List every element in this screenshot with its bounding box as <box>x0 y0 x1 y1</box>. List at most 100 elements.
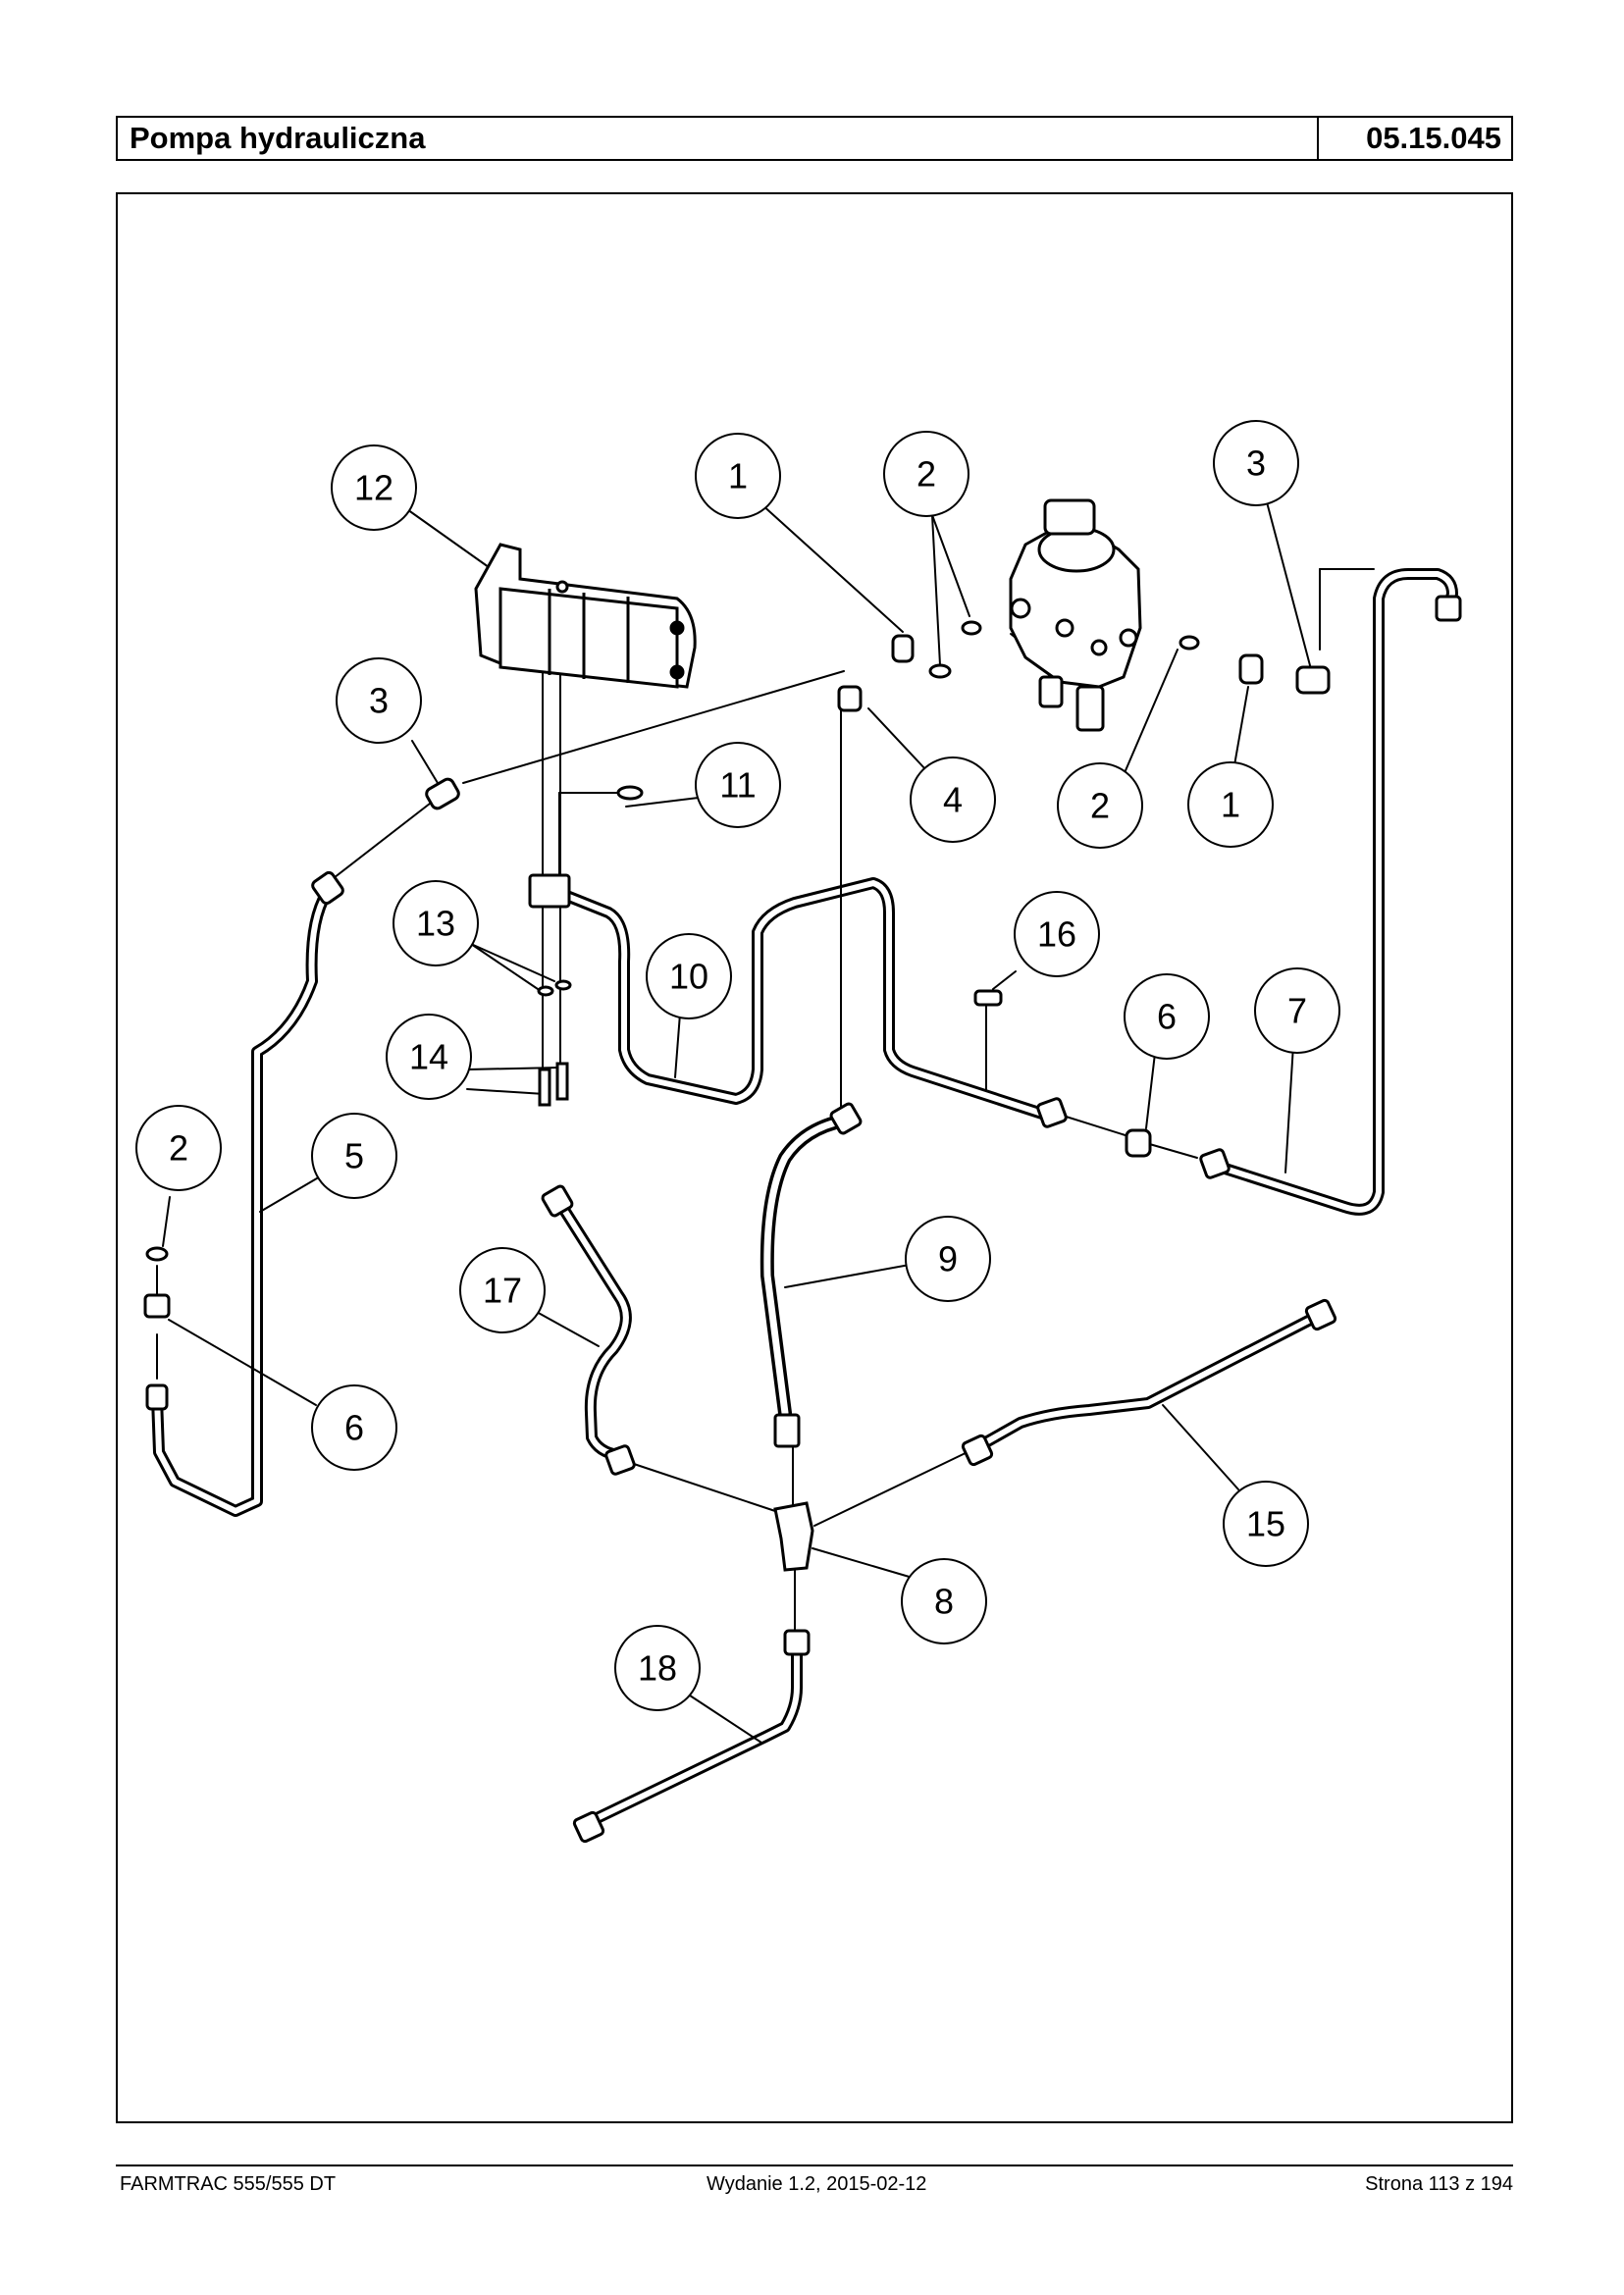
clip-16 <box>973 989 1003 1007</box>
callout-label-18: 18 <box>638 1648 677 1689</box>
tube-5 <box>151 887 333 1517</box>
nut-fitting <box>1199 1148 1231 1179</box>
tube-7 <box>1207 568 1458 1216</box>
fittings <box>143 595 1462 1844</box>
callout-label-1: 1 <box>728 456 748 496</box>
callout-label-2: 2 <box>169 1128 188 1169</box>
footer-model: FARMTRAC 555/555 DT <box>120 2173 337 2195</box>
callout-circle-2 <box>135 1105 222 1191</box>
page-title: Pompa hydrauliczna <box>118 118 1319 159</box>
adapter-6 <box>143 1293 171 1319</box>
callout-label-4: 4 <box>943 780 963 820</box>
callout-circle-13 <box>393 880 479 966</box>
callout-circle-16 <box>1014 891 1100 977</box>
callout-label-14: 14 <box>409 1037 448 1077</box>
nut-fitting <box>961 1434 994 1467</box>
elbow-fitting-3 <box>425 777 460 810</box>
bracket-block <box>528 873 571 909</box>
callout-circle-6 <box>311 1384 397 1471</box>
washer-2 <box>928 663 952 679</box>
bolt-14 <box>555 1062 569 1101</box>
nut-1 <box>1238 653 1264 685</box>
tee-fitting-8 <box>773 1501 814 1572</box>
page-header: Pompa hydrauliczna 05.15.045 <box>116 116 1513 161</box>
callout-label-2: 2 <box>917 454 936 495</box>
callout-circle-2 <box>883 431 969 517</box>
callout-label-3: 3 <box>1246 443 1266 484</box>
callout-circle-3 <box>336 657 422 744</box>
callout-circle-6 <box>1124 973 1210 1060</box>
diagram-frame <box>116 192 1513 2123</box>
callout-circle-11 <box>695 742 781 828</box>
nut-fitting <box>572 1810 605 1844</box>
callout-circle-9 <box>905 1216 991 1302</box>
callout-circle-1 <box>1187 761 1274 848</box>
nut-1 <box>891 634 915 663</box>
footer-edition: Wydanie 1.2, 2015-02-12 <box>707 2173 927 2195</box>
callout-circle-2 <box>1057 762 1143 849</box>
adapter-4 <box>837 685 863 712</box>
callout-circle-5 <box>311 1113 397 1199</box>
nut-fitting <box>1036 1097 1068 1128</box>
callout-label-8: 8 <box>934 1582 954 1622</box>
callout-circle-1 <box>695 433 781 519</box>
callout-circle-12 <box>331 444 417 531</box>
washer-2 <box>961 620 982 636</box>
nut-fitting <box>604 1444 636 1476</box>
callout-circle-15 <box>1223 1481 1309 1567</box>
bolt-14 <box>538 1068 551 1107</box>
washer-13 <box>537 985 554 997</box>
callout-label-9: 9 <box>938 1239 958 1279</box>
nut-fitting <box>541 1184 574 1218</box>
tube-10 <box>553 877 1048 1120</box>
callout-circle-4 <box>910 756 996 843</box>
leader-lines <box>162 497 1312 1744</box>
washer-2 <box>1179 635 1200 651</box>
callout-label-10: 10 <box>669 957 708 997</box>
callout-circle-17 <box>459 1247 546 1333</box>
footer-page-number: Strona 113 z 194 <box>1365 2173 1513 2195</box>
callout-label-1: 1 <box>1221 785 1240 825</box>
callout-label-3: 3 <box>369 681 389 721</box>
tube-17 <box>551 1193 632 1461</box>
assembly-lines <box>156 568 1375 1630</box>
callout-label-17: 17 <box>483 1271 522 1311</box>
callout-circle-8 <box>901 1558 987 1644</box>
nut-fitting <box>311 870 344 906</box>
callout-label-7: 7 <box>1287 991 1307 1031</box>
washer-2 <box>145 1246 169 1262</box>
callout-circle-7 <box>1254 967 1340 1054</box>
plug-11 <box>616 785 644 801</box>
callout-circle-18 <box>614 1625 701 1711</box>
tube-9 <box>760 1114 851 1420</box>
nut-fitting <box>1435 595 1462 622</box>
callout-label-6: 6 <box>1157 997 1177 1037</box>
elbow-fitting-3 <box>1295 665 1331 695</box>
tube-18 <box>581 1639 803 1829</box>
callout-label-11: 11 <box>719 765 756 806</box>
callouts <box>135 420 1340 1711</box>
callout-label-12: 12 <box>354 468 393 508</box>
section-code: 05.15.045 <box>1366 121 1501 155</box>
footer-divider <box>116 2165 1513 2166</box>
callout-label-5: 5 <box>344 1136 364 1176</box>
tube-15 <box>969 1309 1326 1454</box>
nut-fitting <box>829 1102 863 1135</box>
callout-label-2: 2 <box>1090 786 1110 826</box>
control-valve <box>1009 498 1142 732</box>
callout-label-6: 6 <box>344 1408 364 1448</box>
callout-label-16: 16 <box>1037 914 1076 955</box>
washer-13 <box>554 979 572 991</box>
nut-fitting <box>783 1629 811 1656</box>
callout-circle-10 <box>646 933 732 1019</box>
adapter-6 <box>1125 1128 1152 1158</box>
callout-circle-14 <box>386 1014 472 1100</box>
callout-label-15: 15 <box>1246 1504 1285 1544</box>
hydraulic-pump-12 <box>474 543 697 689</box>
hose-fitting <box>773 1413 801 1448</box>
callout-circle-3 <box>1213 420 1299 506</box>
callout-label-13: 13 <box>416 904 455 944</box>
nut-fitting <box>145 1383 169 1411</box>
nut-fitting <box>1304 1298 1337 1331</box>
